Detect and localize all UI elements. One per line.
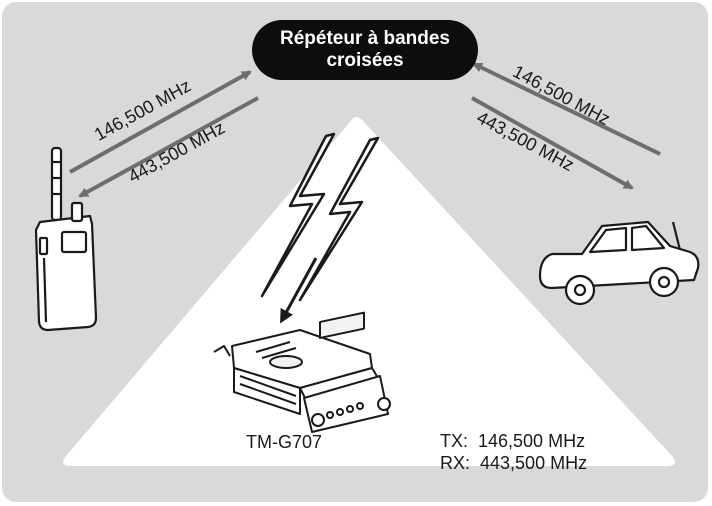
left-downlink-arrow bbox=[78, 96, 259, 198]
coverage-triangle bbox=[63, 117, 675, 466]
lightning-bolt-icon bbox=[260, 132, 380, 324]
left-uplink-arrow bbox=[69, 70, 252, 174]
handheld-radio-icon bbox=[34, 146, 98, 332]
repeater-title-line2: croisées bbox=[326, 50, 404, 71]
repeater-title-badge: Répéteur à bandes croisées bbox=[252, 20, 478, 80]
tx-frequency: TX: 146,500 MHz bbox=[440, 431, 586, 451]
mobile-transceiver-icon bbox=[213, 311, 391, 433]
repeater-title-line1: Répéteur à bandes bbox=[280, 28, 450, 49]
base-station-model: TM-G707 bbox=[246, 432, 323, 452]
right-uplink-arrow bbox=[472, 62, 661, 156]
base-station-frequencies: TX: 146,500 MHz RX: 443,500 MHz bbox=[440, 430, 587, 474]
right-downlink-arrow bbox=[471, 96, 634, 190]
car-icon bbox=[538, 220, 700, 306]
rx-frequency: RX: 443,500 MHz bbox=[440, 453, 588, 473]
